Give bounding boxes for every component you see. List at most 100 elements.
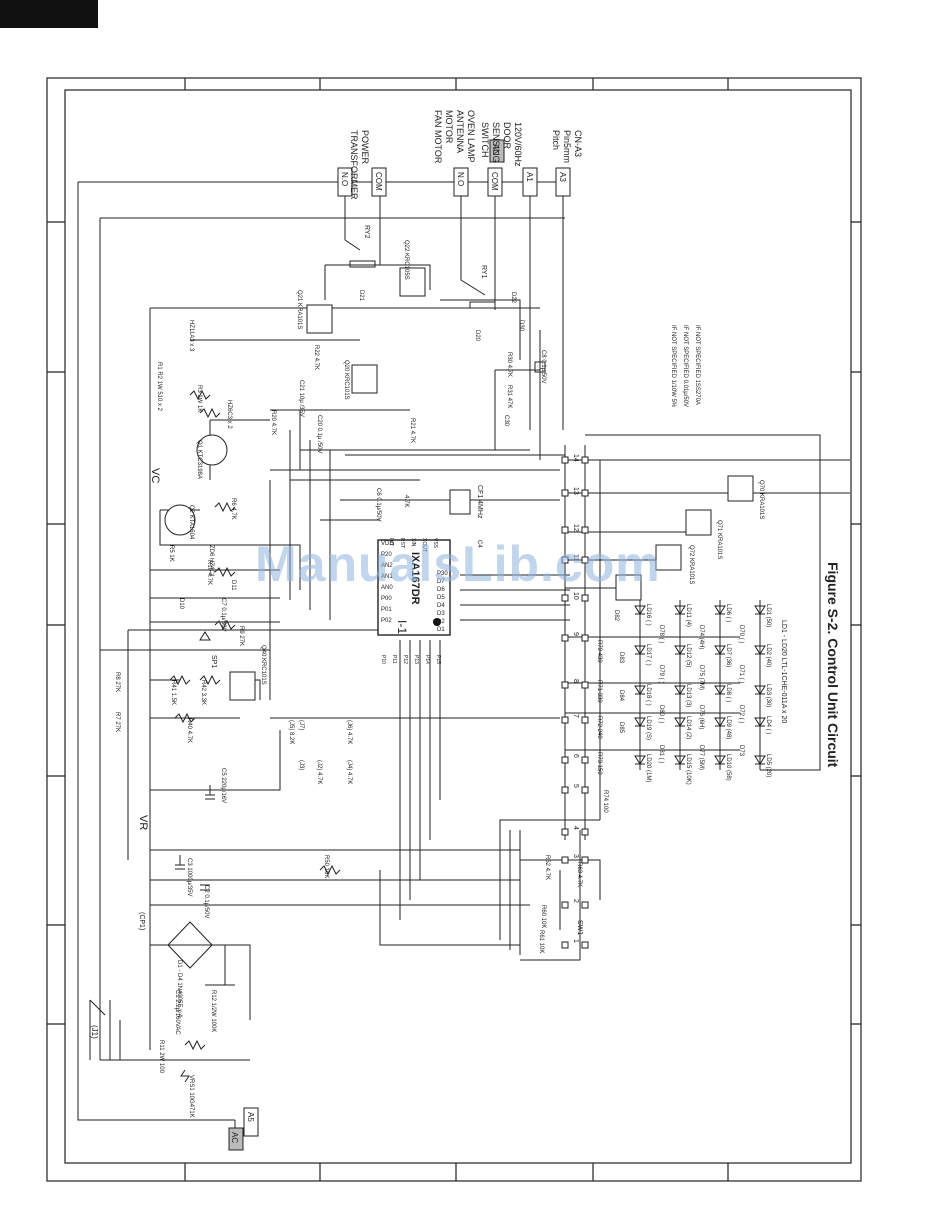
pin-number-6: 6	[572, 754, 579, 758]
component-r3: R3 1W 1K	[196, 385, 202, 412]
led-mark	[754, 755, 766, 765]
component-r70: R70 430	[596, 640, 602, 663]
cn-a3-label-0: CN-A3	[573, 130, 583, 157]
component-r12: R12 1/2W 100K	[210, 990, 216, 1032]
pin-box	[581, 681, 589, 689]
led-mark	[754, 717, 766, 727]
jumper-label-0: (J2) 4.7K	[316, 760, 322, 784]
led-mark	[634, 717, 646, 727]
pin-box	[561, 681, 569, 689]
pin-number-5: 5	[572, 784, 579, 788]
component-d11: D11	[230, 580, 236, 591]
jumper-label-2: (J4) 4.7K	[346, 760, 352, 784]
component-q40: Q40 KRC101S	[260, 645, 266, 685]
led-mark	[674, 755, 686, 765]
ic-pin-top: VSS	[432, 538, 438, 549]
led-mark	[674, 685, 686, 695]
ic-part: IXA167DR	[409, 552, 421, 605]
sw1-label: SW1	[576, 920, 583, 935]
led-mark	[714, 685, 726, 695]
pin-box	[581, 594, 589, 602]
led-label: LD18 ( )	[645, 684, 651, 706]
component-vrs1: VRS1 10G471K	[188, 1075, 194, 1118]
ic-pin-bottom: P12	[402, 655, 408, 664]
pin-box	[561, 828, 569, 836]
component-r21: R21 4.7K	[409, 418, 415, 443]
crystal-label: CF1 4MHz	[476, 485, 483, 519]
component-r1r2: R1 R2 1W 510 x 2	[156, 362, 162, 412]
component-d83: D83	[618, 652, 624, 664]
led-diode-label: D76 (6H)	[698, 705, 704, 729]
connector-no-2: N.O	[456, 172, 465, 186]
pin-box	[581, 716, 589, 724]
led-label: LD7 (36)	[725, 644, 731, 667]
led-label: LD3 (30)	[765, 684, 771, 707]
ic-pin-left: VDD	[381, 541, 394, 547]
pin-box	[581, 456, 589, 464]
led-mark	[674, 645, 686, 655]
component-r20: R20 4.7K	[270, 410, 276, 435]
led-diode-label: D80 ( )	[658, 705, 664, 723]
pin-box	[581, 526, 589, 534]
component-c20: C20 0.1μ /50V	[316, 415, 322, 453]
ic-pin-left: AN1	[381, 574, 393, 580]
pin-box	[561, 634, 569, 642]
watermark: ManualsLib.com	[255, 536, 661, 592]
component-c4: C4	[476, 540, 482, 548]
led-mark	[674, 605, 686, 615]
pin-number-12: 12	[572, 524, 579, 532]
pin-box	[561, 756, 569, 764]
ld-series-label: LD1 - LD20 LTL-1CHE-011A x 20	[780, 620, 787, 723]
pin-box	[581, 856, 589, 864]
pin-box	[561, 526, 569, 534]
door-switch-label-1: DOOR	[502, 122, 512, 150]
led-label: LD20 (1M)	[645, 754, 651, 782]
component-q70: Q70 KRA101S	[758, 480, 764, 519]
component-d82: D82	[613, 610, 619, 622]
cp1-label: (CP1)	[138, 912, 145, 930]
led-label: LD1 (50)	[765, 604, 771, 627]
ic-pin-left: P01	[381, 607, 392, 613]
sp1-label: SP1	[210, 655, 217, 668]
pin-number-10: 10	[572, 592, 579, 600]
led-diode-label: D75 (7M)	[698, 665, 704, 690]
wiring	[77, 181, 850, 1140]
led-mark	[634, 605, 646, 615]
pin-number-14: 14	[572, 454, 579, 462]
cn-a3-label-2: Pitch	[551, 130, 561, 150]
pin-header-boxes	[561, 456, 589, 949]
component-r4: 4.7K	[403, 495, 409, 507]
component-q72: Q72 KRA101S	[688, 545, 694, 584]
power-transformer-label-1: TRANSFORMER	[349, 130, 359, 200]
component-r6: R6 4.7K	[230, 498, 236, 520]
ic-pin-right: D7	[437, 579, 445, 585]
component-r8: R8 27K	[114, 672, 120, 692]
component-zd6: ZD6 HZ4C1	[208, 545, 214, 578]
pin-box	[581, 786, 589, 794]
component-r41: R41 1.5K	[170, 680, 176, 705]
legend-line: IF NOT SPECIFIED 0.01μ/50V	[682, 325, 688, 407]
ic-pin-bottom: P15	[435, 655, 441, 664]
jumper-label-1: (J3)	[298, 760, 304, 770]
vc-label: VC	[149, 468, 161, 483]
pin-box	[561, 489, 569, 497]
component-r63: R63 4.7K	[576, 862, 582, 887]
component-c3: C3 1000μ/35V	[186, 858, 192, 896]
component-q20: Q20 KRC101S	[343, 360, 349, 400]
component-r11: R11 2W 100	[158, 1040, 164, 1074]
pin-box	[581, 756, 589, 764]
pin-box	[581, 828, 589, 836]
component-c30: C30	[503, 415, 509, 427]
ic-pin-top: RST	[399, 538, 405, 548]
component-r73: R73 150	[596, 752, 602, 775]
door-switch-label-3: SWITCH	[480, 122, 490, 158]
ic-i1	[377, 539, 451, 636]
led-label: LD16 ( )	[645, 604, 651, 626]
component-c6: C6 0.1μ/50V	[375, 488, 381, 521]
component-r71: R71 330	[596, 680, 602, 703]
led-label: LD4 ( )	[765, 716, 771, 734]
led-label: LD13 (3)	[685, 684, 691, 707]
led-symbols	[634, 605, 766, 765]
led-mark	[674, 717, 686, 727]
component-zd45: HZ6C3 x 2	[226, 400, 232, 429]
